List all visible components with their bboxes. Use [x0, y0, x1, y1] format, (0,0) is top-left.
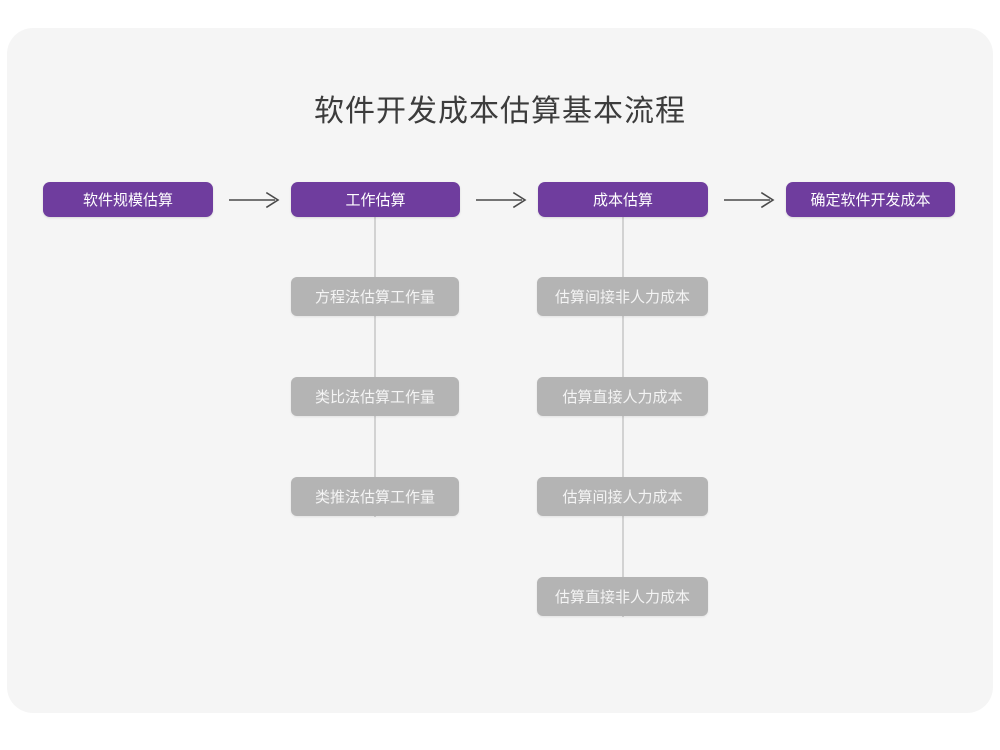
stage-label: 软件规模估算 — [82, 192, 173, 209]
stage-label: 工作估算 — [345, 192, 406, 209]
sub-box-direct-labor-cost[interactable]: 估算直接人力成本 — [537, 377, 708, 416]
sub-box-label: 估算直接非人力成本 — [554, 589, 690, 606]
arrow-right-icon — [473, 189, 533, 211]
sub-box-work-analogy-method[interactable]: 类比法估算工作量 — [291, 377, 459, 416]
sub-box-work-equation-method[interactable]: 方程法估算工作量 — [291, 277, 459, 316]
sub-box-label: 估算间接非人力成本 — [554, 289, 690, 306]
sub-box-label: 估算直接人力成本 — [562, 389, 683, 406]
stage-box-software-size-estimation[interactable]: 软件规模估算 — [43, 182, 213, 217]
arrow-right-icon — [226, 189, 286, 211]
sub-box-label: 类推法估算工作量 — [314, 489, 435, 506]
arrow-right-icon — [721, 189, 781, 211]
sub-box-label: 方程法估算工作量 — [314, 289, 435, 306]
sub-box-work-inference-method[interactable]: 类推法估算工作量 — [291, 477, 459, 516]
connector-line-cost-estimation — [622, 217, 624, 617]
stage-label: 成本估算 — [592, 192, 653, 209]
connector-line-work-estimation — [374, 217, 376, 517]
content-card — [7, 28, 993, 713]
sub-box-indirect-non-labor-cost[interactable]: 估算间接非人力成本 — [537, 277, 708, 316]
stage-box-work-estimation[interactable]: 工作估算 — [291, 182, 460, 217]
sub-box-label: 估算间接人力成本 — [562, 489, 683, 506]
stage-box-determine-development-cost[interactable]: 确定软件开发成本 — [786, 182, 955, 217]
stage-label: 确定软件开发成本 — [810, 192, 931, 209]
page-title: 软件开发成本估算基本流程 — [314, 95, 686, 128]
sub-box-label: 类比法估算工作量 — [314, 389, 435, 406]
stage-box-cost-estimation[interactable]: 成本估算 — [538, 182, 708, 217]
sub-box-indirect-labor-cost[interactable]: 估算间接人力成本 — [537, 477, 708, 516]
sub-box-direct-non-labor-cost[interactable]: 估算直接非人力成本 — [537, 577, 708, 616]
